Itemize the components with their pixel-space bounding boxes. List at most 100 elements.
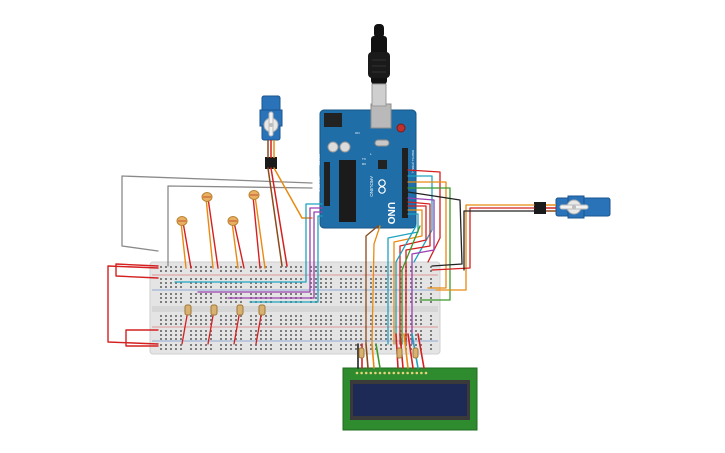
breadboard-hole bbox=[360, 319, 362, 321]
breadboard-hole bbox=[180, 301, 182, 303]
photoresistor[interactable] bbox=[248, 190, 260, 200]
breadboard-hole bbox=[270, 348, 272, 350]
breadboard-hole bbox=[415, 282, 417, 284]
breadboard-hole bbox=[350, 266, 352, 268]
breadboard-hole bbox=[390, 282, 392, 284]
breadboard-hole bbox=[205, 338, 207, 340]
arduino-uno-board[interactable]: UNO ARDUINO DIGITAL (PWM~) ANALOG IN POW… bbox=[317, 103, 417, 229]
breadboard-hole bbox=[375, 323, 377, 325]
breadboard-hole bbox=[430, 334, 432, 336]
breadboard-hole bbox=[340, 319, 342, 321]
breadboard-hole bbox=[370, 315, 372, 317]
l-led-label: L bbox=[370, 152, 372, 156]
breadboard-hole bbox=[250, 338, 252, 340]
breadboard-hole bbox=[345, 293, 347, 295]
breadboard-hole bbox=[385, 338, 387, 340]
breadboard-hole bbox=[165, 334, 167, 336]
lcd-pin bbox=[415, 371, 419, 375]
breadboard-hole bbox=[180, 293, 182, 295]
breadboard-hole bbox=[345, 319, 347, 321]
wire bbox=[207, 197, 219, 269]
breadboard-hole bbox=[270, 270, 272, 272]
atmega-chip bbox=[339, 160, 356, 222]
photoresistor[interactable] bbox=[227, 216, 239, 226]
wire bbox=[465, 204, 535, 277]
breadboard-hole bbox=[410, 330, 412, 332]
breadboard-hole bbox=[420, 278, 422, 280]
breadboard-hole bbox=[325, 315, 327, 317]
breadboard-hole bbox=[255, 293, 257, 295]
breadboard-hole bbox=[380, 330, 382, 332]
breadboard-hole bbox=[255, 282, 257, 284]
wire bbox=[267, 167, 283, 267]
breadboard-hole bbox=[380, 278, 382, 280]
breadboard-hole bbox=[190, 286, 192, 288]
breadboard-hole bbox=[180, 266, 182, 268]
breadboard-hole bbox=[260, 319, 262, 321]
lcd-pin bbox=[364, 371, 368, 375]
breadboard-hole bbox=[390, 301, 392, 303]
lcd-16x2[interactable] bbox=[342, 367, 478, 431]
breadboard-hole bbox=[315, 344, 317, 346]
breadboard-hole bbox=[290, 348, 292, 350]
photoresistor[interactable] bbox=[176, 216, 188, 226]
resistor[interactable] bbox=[412, 347, 419, 359]
resistor[interactable] bbox=[236, 304, 244, 316]
capacitor bbox=[327, 141, 339, 153]
breadboard-hole bbox=[230, 315, 232, 317]
breadboard-hole bbox=[370, 344, 372, 346]
photoresistor[interactable] bbox=[201, 192, 213, 202]
breadboard-hole bbox=[205, 286, 207, 288]
breadboard-hole bbox=[220, 330, 222, 332]
breadboard-hole bbox=[345, 323, 347, 325]
breadboard-hole bbox=[400, 315, 402, 317]
breadboard-hole bbox=[290, 282, 292, 284]
breadboard-hole bbox=[255, 266, 257, 268]
breadboard-hole bbox=[330, 330, 332, 332]
breadboard-hole bbox=[195, 334, 197, 336]
breadboard-hole bbox=[225, 315, 227, 317]
breadboard-hole bbox=[205, 344, 207, 346]
breadboard-hole bbox=[235, 301, 237, 303]
breadboard-hole bbox=[210, 301, 212, 303]
breadboard-hole bbox=[220, 338, 222, 340]
breadboard-hole bbox=[240, 266, 242, 268]
breadboard-hole bbox=[345, 301, 347, 303]
resistor[interactable] bbox=[396, 347, 403, 359]
breadboard-hole bbox=[360, 330, 362, 332]
breadboard-hole bbox=[430, 286, 432, 288]
breadboard-hole bbox=[320, 319, 322, 321]
breadboard-hole bbox=[230, 344, 232, 346]
breadboard-hole bbox=[165, 319, 167, 321]
breadboard[interactable] bbox=[149, 261, 441, 355]
breadboard-hole bbox=[380, 344, 382, 346]
breadboard-hole bbox=[330, 293, 332, 295]
resistor[interactable] bbox=[358, 347, 365, 359]
resistor[interactable] bbox=[258, 304, 266, 316]
breadboard-hole bbox=[260, 348, 262, 350]
breadboard-hole bbox=[375, 297, 377, 299]
breadboard-hole bbox=[260, 344, 262, 346]
breadboard-hole bbox=[300, 319, 302, 321]
resistor[interactable] bbox=[210, 304, 218, 316]
breadboard-hole bbox=[300, 293, 302, 295]
resistor[interactable] bbox=[184, 304, 192, 316]
breadboard-hole bbox=[180, 344, 182, 346]
breadboard-hole bbox=[205, 266, 207, 268]
breadboard-hole bbox=[200, 334, 202, 336]
breadboard-hole bbox=[330, 323, 332, 325]
breadboard-hole bbox=[420, 319, 422, 321]
breadboard-hole bbox=[255, 338, 257, 340]
crystal bbox=[374, 139, 390, 147]
wire bbox=[463, 210, 535, 271]
breadboard-hole bbox=[400, 323, 402, 325]
breadboard-hole bbox=[420, 270, 422, 272]
servo-motor-right[interactable] bbox=[534, 195, 611, 219]
breadboard-hole bbox=[170, 293, 172, 295]
lcd-pin bbox=[369, 371, 373, 375]
breadboard-hole bbox=[280, 319, 282, 321]
breadboard-hole bbox=[265, 315, 267, 317]
servo-motor-top[interactable] bbox=[259, 95, 283, 169]
wire bbox=[270, 167, 288, 267]
reset-button[interactable] bbox=[396, 123, 406, 133]
